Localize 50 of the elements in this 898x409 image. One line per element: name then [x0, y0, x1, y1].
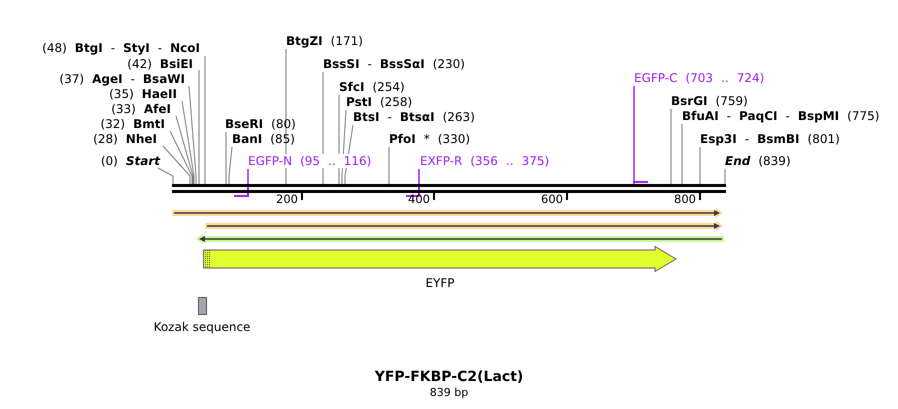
feature-track	[172, 208, 723, 218]
primer-line	[418, 169, 420, 184]
enzyme-label: BsrGI (759)	[671, 94, 748, 108]
scale-number: 800	[673, 192, 696, 206]
scale-number: 200	[275, 192, 298, 206]
enzyme-label: PstI (258)	[346, 95, 412, 109]
enzyme-label: BseRI (80)	[225, 117, 296, 131]
leader-line	[204, 56, 206, 184]
map-caption: 839 bp	[430, 386, 468, 399]
enzyme-label: BfuAI - PaqCI - BspMI (775)	[682, 109, 880, 123]
enzyme-label: BtgZI (171)	[286, 34, 363, 48]
leader-line	[228, 146, 232, 184]
map-title: YFP-FKBP-C2(Lact)	[374, 369, 524, 386]
dna-backbone	[172, 184, 726, 193]
enzyme-label: PfoI* (330)	[389, 132, 470, 146]
primer-label: EXFP-R (356 .. 375)	[420, 154, 550, 168]
primer-line	[247, 169, 249, 184]
enzyme-label: (32) BmtI	[100, 117, 165, 131]
enzyme-label: (35) HaeII	[109, 87, 177, 101]
scale-number: 600	[540, 192, 563, 206]
leader-line	[162, 146, 190, 184]
enzyme-label: BtsI - BtsαI (263)	[353, 110, 475, 124]
leader-line	[670, 108, 672, 184]
sequence-end-label: End (839)	[725, 154, 791, 168]
enzyme-label: (42) BsiEI	[127, 57, 193, 71]
leader-line	[158, 168, 174, 184]
scale-number: 400	[407, 192, 430, 206]
enzyme-label: BssSI - BssSαI (230)	[323, 57, 465, 71]
leader-line	[176, 116, 194, 184]
enzyme-label: SfcI (254)	[339, 80, 405, 94]
leader-line	[182, 100, 194, 184]
primer-label: EGFP-C (703 .. 724)	[634, 71, 764, 85]
leader-line	[724, 168, 726, 184]
feature-track	[196, 234, 724, 244]
leader-line	[188, 86, 196, 184]
feature-label: Kozak sequence	[154, 320, 250, 334]
enzyme-label: (33) AfeI	[111, 102, 171, 116]
leader-line	[198, 70, 200, 184]
leader-line	[170, 130, 192, 184]
sequence-end-label: (0) Start	[100, 154, 160, 168]
primer-line	[633, 86, 635, 184]
enzyme-label: (48) BtgI - StyI - NcoI	[42, 41, 200, 55]
feature-track	[205, 221, 723, 231]
enzyme-label: Esp3I - BsmBI (801)	[700, 132, 840, 146]
leader-line	[388, 146, 390, 184]
feature-label: EYFP	[425, 276, 455, 290]
primer-label: EGFP-N (95 .. 116)	[248, 154, 372, 168]
enzyme-label: BanI (85)	[232, 132, 295, 146]
enzyme-label: (37) AgeI - BsaWI	[59, 72, 185, 86]
enzyme-label: (28) NheI	[93, 132, 157, 146]
